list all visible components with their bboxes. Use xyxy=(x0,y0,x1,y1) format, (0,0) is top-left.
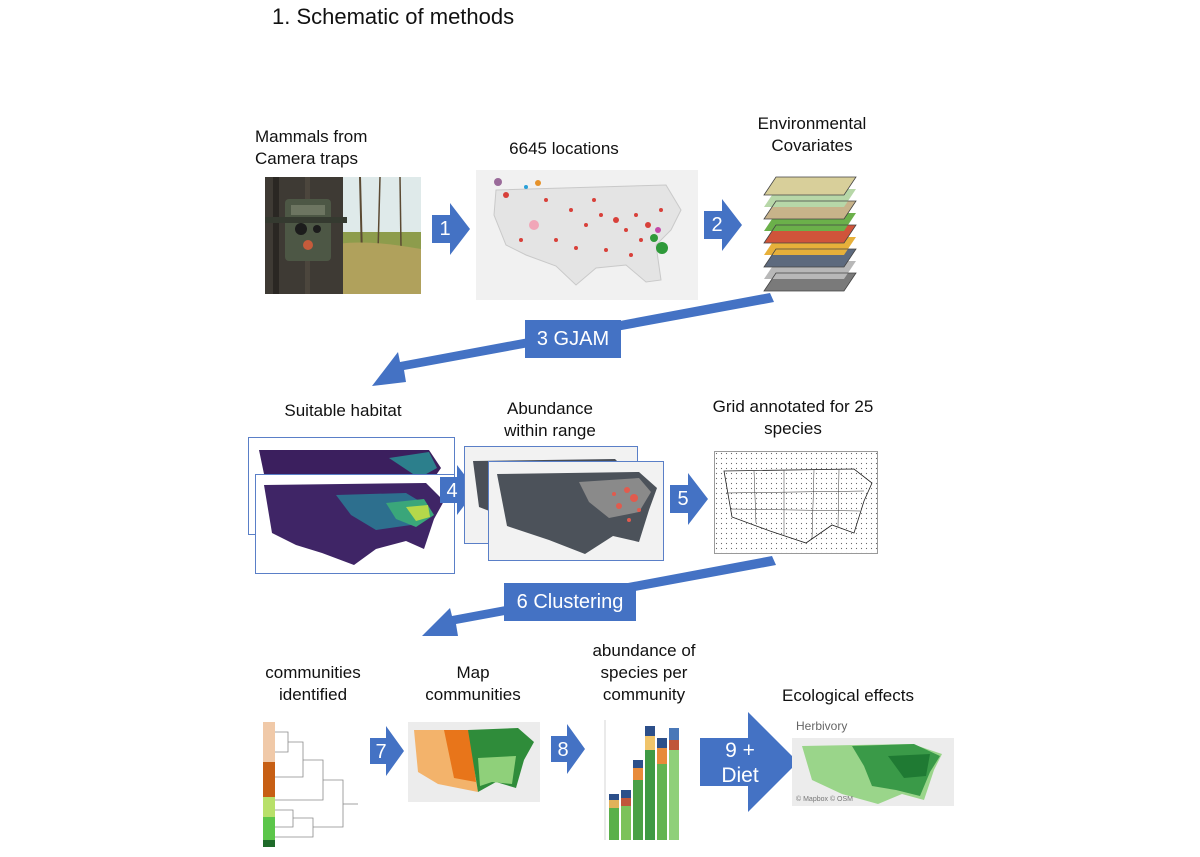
step-3-label: 3 GJAM xyxy=(525,320,621,358)
step-2-arrow xyxy=(704,199,742,251)
page-title: 1. Schematic of methods xyxy=(272,4,515,29)
camera-traps-label: Mammals from Camera traps xyxy=(255,127,368,168)
species-grid-map xyxy=(714,451,878,554)
locations-map xyxy=(476,170,698,300)
step-3-arrow xyxy=(372,293,774,386)
step-8-label: 8 xyxy=(557,739,569,761)
map-credit: © Mapbox © OSM xyxy=(796,796,853,803)
step-5-arrow xyxy=(670,473,708,525)
step-4-label: 4 xyxy=(446,480,458,502)
abundance-map-front xyxy=(488,461,664,561)
herbivory-title: Herbivory xyxy=(796,719,848,733)
community-map xyxy=(408,722,540,802)
step-5-label: 5 xyxy=(677,488,689,510)
habitat-label: Suitable habitat xyxy=(284,401,402,420)
step-7-arrow xyxy=(370,726,404,776)
dendrogram xyxy=(263,722,363,847)
step-1-label: 1 xyxy=(439,218,451,240)
step-2-label: 2 xyxy=(711,214,723,236)
step-1-arrow xyxy=(432,203,470,255)
camera-trap-photo xyxy=(265,177,421,294)
map-communities-label: Map communities xyxy=(425,663,521,704)
grid-label: Grid annotated for 25 species xyxy=(712,397,874,438)
step-4-arrow xyxy=(440,465,476,515)
habitat-map-front xyxy=(255,474,455,574)
step-8-arrow xyxy=(551,724,585,774)
step-7-label: 7 xyxy=(375,741,387,763)
ecological-effects-label: Ecological effects xyxy=(782,686,914,705)
covariates-label: Environmental Covariates xyxy=(757,114,867,155)
step-9-label: 9 + Diet xyxy=(721,739,759,787)
step-9-arrow xyxy=(700,712,798,812)
locations-label: 6645 locations xyxy=(509,139,619,158)
community-bar-chart xyxy=(597,720,689,842)
covariate-layers xyxy=(756,173,864,298)
species-per-community-label: abundance of species per community xyxy=(592,641,696,704)
communities-label: communities identified xyxy=(265,663,361,704)
herbivory-map xyxy=(792,720,954,806)
abundance-label: Abundance within range xyxy=(504,399,596,440)
step-6-label: 6 Clustering xyxy=(504,583,636,621)
